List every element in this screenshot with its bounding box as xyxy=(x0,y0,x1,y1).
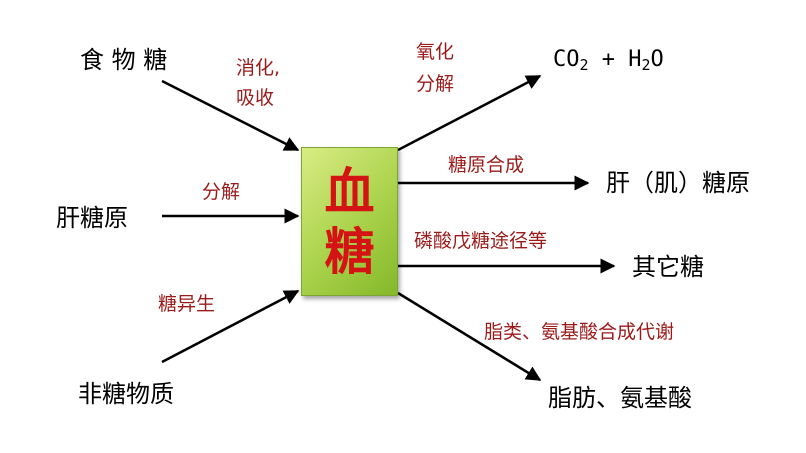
source-liver-glycogen: 肝糖原 xyxy=(56,204,128,232)
arrow-blood-to-co2 xyxy=(397,74,542,152)
label-digest-1: 消化, xyxy=(236,57,281,79)
product-other-sugars: 其它糖 xyxy=(632,253,704,281)
plus-h-text: + H xyxy=(588,47,642,72)
center-char-2: 糖 xyxy=(324,221,375,281)
source-non-sugar: 非糖物质 xyxy=(78,380,174,408)
product-glycogen: 肝（肌）糖原 xyxy=(606,169,750,197)
label-gluconeogenesis: 糖异生 xyxy=(158,293,216,315)
label-pentose-pathway: 磷酸戊糖途径等 xyxy=(414,230,548,252)
label-decompose: 分解 xyxy=(202,181,241,203)
arrow-nonsugar-to-blood xyxy=(161,289,300,364)
product-fat-amino: 脂肪、氨基酸 xyxy=(548,384,692,412)
label-oxidize-1: 氧化 xyxy=(416,41,455,63)
center-char-1: 血 xyxy=(324,161,375,221)
source-food-sugar: 食 物 糖 xyxy=(80,46,168,74)
h2o-o-text: O xyxy=(650,47,664,72)
label-lipid-amino-synthesis: 脂类、氨基酸合成代谢 xyxy=(484,321,675,343)
arrow-food-to-blood xyxy=(161,79,300,152)
label-digest-2: 吸收 xyxy=(236,87,275,109)
arrow-blood-to-fat xyxy=(397,291,542,382)
blood-sugar-box: 血 糖 xyxy=(301,147,398,296)
co2-text: CO xyxy=(553,47,580,72)
label-oxidize-2: 分解 xyxy=(416,73,455,95)
h2o-subscript: 2 xyxy=(641,56,651,74)
label-glycogen-synthesis: 糖原合成 xyxy=(448,154,525,176)
product-co2-h2o: CO2 + H2O xyxy=(553,46,664,79)
co2-subscript: 2 xyxy=(579,56,589,74)
